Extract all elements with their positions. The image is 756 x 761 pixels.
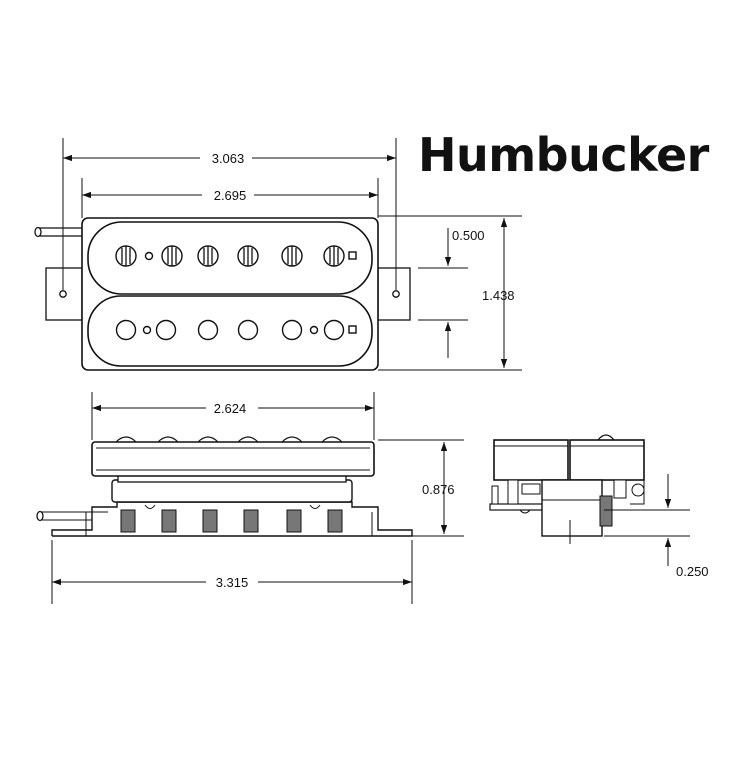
slug-poles — [115, 319, 357, 341]
screw-poles — [115, 245, 357, 267]
label-pole-spacing: 0.500 — [452, 228, 485, 243]
label-foot-height: 0.250 — [676, 564, 709, 579]
dim-foot-height — [604, 474, 690, 566]
top-view — [34, 138, 522, 371]
diagram-title: Humbucker — [418, 128, 709, 182]
label-base-width: 2.624 — [214, 401, 247, 416]
magnet-block — [541, 479, 603, 537]
mounting-plate — [51, 501, 413, 537]
side-view — [36, 392, 464, 604]
label-mount-width: 3.315 — [216, 575, 249, 590]
side-legs — [120, 509, 343, 533]
dim-height — [378, 215, 522, 371]
label-outer-width: 3.063 — [212, 151, 245, 166]
label-cover-width: 2.695 — [214, 188, 247, 203]
bobbin-lower — [87, 295, 373, 367]
label-depth: 0.876 — [422, 482, 455, 497]
bobbin-upper — [87, 221, 373, 295]
label-height: 1.438 — [482, 288, 515, 303]
end-view — [489, 434, 690, 566]
side-body — [91, 441, 375, 477]
dim-depth — [378, 439, 464, 537]
dimension-labels: 3.063 2.695 0.500 1.438 2.624 0.876 3.31… — [200, 148, 709, 590]
dim-pole-spacing — [418, 228, 468, 358]
side-pole-heads — [115, 436, 343, 443]
